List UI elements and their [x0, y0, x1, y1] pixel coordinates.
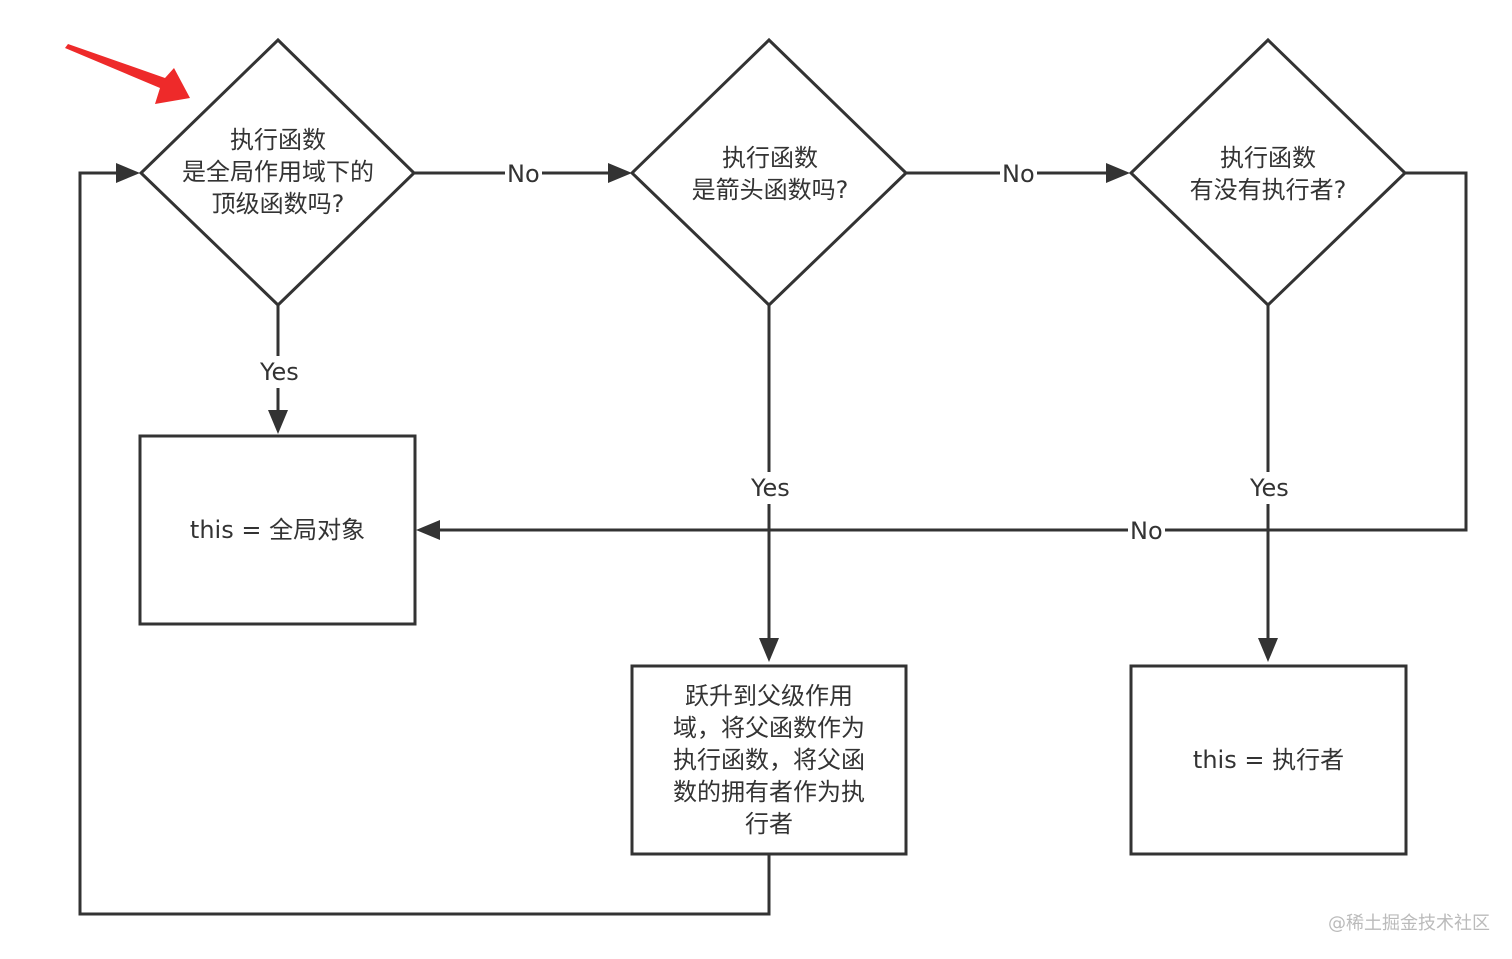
watermark: @稀土掘金技术社区 [1328, 913, 1490, 934]
text-line: this = 全局对象 [189, 516, 366, 544]
edge-label-d1-yes: Yes [258, 356, 301, 388]
decision-top-level-function [138, 37, 417, 308]
result-parent-scope-text: 跃升到父级作用 域，将父函数作为 执行函数，将父函 数的拥有者作为执 行者 [634, 668, 904, 852]
result-executor-text: this = 执行者 [1133, 668, 1404, 852]
arrowhead-d3-r3 [1258, 638, 1278, 662]
text-line: 有没有执行者? [1189, 176, 1347, 204]
edge-label-d1-no: No [505, 158, 542, 190]
edge-label-d3-no: No [1128, 515, 1165, 547]
result-parent-scope [630, 664, 908, 856]
arrowhead-loop-d1 [116, 163, 140, 183]
decision-top-level-function-text: 执行函数 是全局作用域下的 顶级函数吗? [160, 120, 396, 224]
edge-label-d2-no: No [1000, 158, 1037, 190]
result-global-object [138, 434, 417, 626]
text-line: 域，将父函数作为 [673, 714, 865, 742]
arrowhead-d1-r1 [268, 410, 288, 434]
text-line: 执行函数 [722, 144, 818, 172]
decision-has-executor [1128, 37, 1408, 308]
text-line: 执行函数 [1220, 144, 1316, 172]
arrowhead-d3-r1 [416, 520, 440, 540]
decision-has-executor-text: 执行函数 有没有执行者? [1150, 140, 1386, 208]
text-line: 行者 [745, 810, 793, 838]
text-line: 执行函数 [230, 126, 326, 154]
result-executor [1129, 664, 1408, 856]
text-line: this = 执行者 [1192, 746, 1345, 774]
edge-label-d3-yes: Yes [1248, 472, 1291, 504]
text-line: 执行函数，将父函 [673, 746, 865, 774]
text-line: 跃升到父级作用 [685, 682, 853, 710]
text-line: 是全局作用域下的 [182, 158, 374, 186]
decision-arrow-function [629, 37, 909, 308]
edge-d3-r1 [436, 171, 1468, 532]
decision-arrow-function-text: 执行函数 是箭头函数吗? [652, 140, 888, 208]
text-line: 是箭头函数吗? [691, 176, 849, 204]
text-line: 数的拥有者作为执 [673, 778, 865, 806]
arrowhead-d2-d3 [1106, 163, 1130, 183]
arrowhead-d1-d2 [608, 163, 632, 183]
edge-r2-d1-loop [78, 171, 771, 916]
red-pointer-arrow [65, 44, 190, 104]
text-line: 顶级函数吗? [211, 190, 345, 218]
nodes [138, 37, 1408, 856]
result-global-object-text: this = 全局对象 [142, 438, 413, 622]
edge-label-d2-yes: Yes [749, 472, 792, 504]
arrowhead-d2-r2 [759, 638, 779, 662]
